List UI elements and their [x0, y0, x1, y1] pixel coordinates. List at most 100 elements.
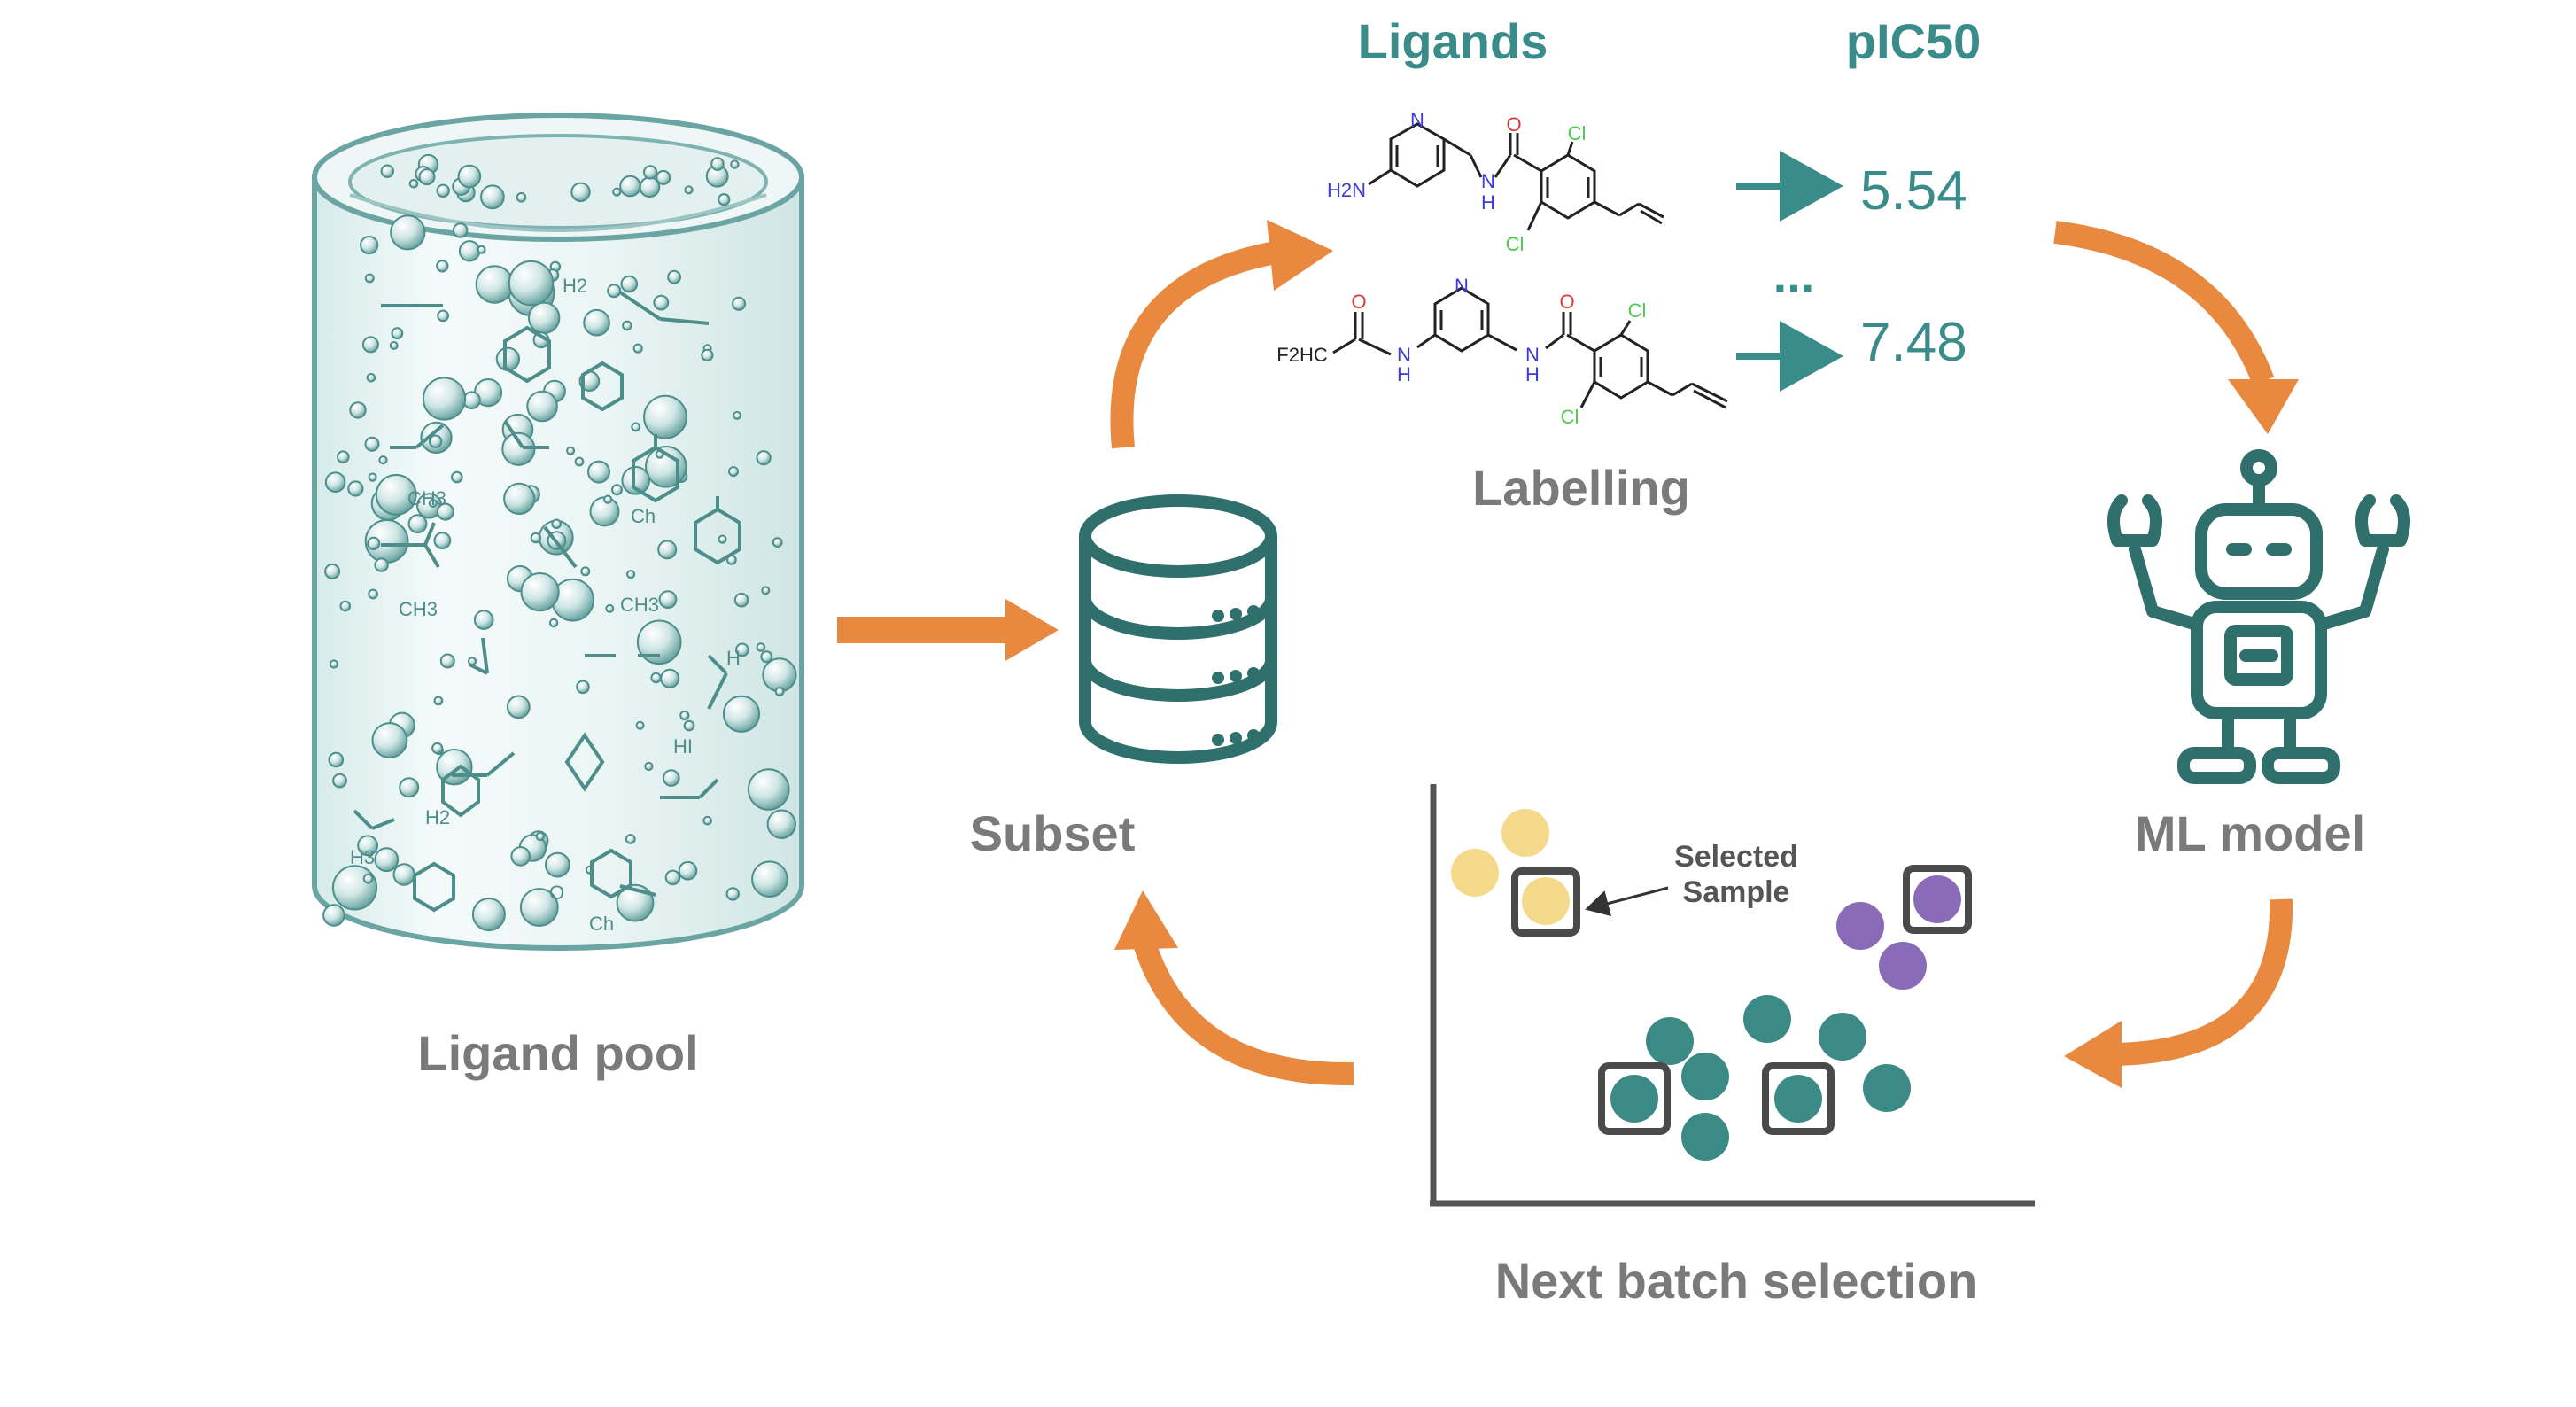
pic50-value-2: 7.48 — [1860, 312, 1967, 373]
ml-model-label: ML model — [2135, 805, 2365, 861]
pool-bubble — [390, 214, 426, 251]
yellow-point — [1451, 849, 1499, 897]
pool-bubble — [510, 846, 531, 867]
pool-bubble — [347, 480, 364, 497]
labelling-label: Labelling — [1472, 460, 1690, 516]
pool-bubble — [657, 540, 678, 560]
pool-bubble — [436, 502, 454, 521]
pool-bubble — [322, 904, 345, 927]
pool-bubble — [548, 618, 559, 628]
pool-bubble — [576, 680, 590, 695]
pool-bubble — [437, 309, 450, 323]
pool-bubble — [399, 777, 420, 798]
pool-bubble — [428, 499, 438, 509]
pool-top-bubble — [570, 182, 591, 203]
ellipsis: ... — [1773, 247, 1815, 303]
pool-bubble — [392, 863, 415, 886]
pool-bubble — [368, 588, 379, 600]
svg-text:H: H — [1397, 363, 1411, 385]
pool-molecule-sketches — [353, 291, 728, 897]
pool-bubble — [603, 494, 613, 504]
pool-bubble — [762, 657, 797, 693]
selected-sample-label-line2: Sample — [1683, 875, 1790, 909]
robot-icon — [2107, 449, 2410, 784]
pool-bubble — [519, 888, 559, 927]
database-icon — [1079, 494, 1277, 764]
arrow-pool-to-subset — [837, 599, 1059, 661]
pool-bubble — [364, 436, 380, 452]
selected-sample-pointer — [1585, 886, 1669, 917]
pool-top-bubble — [436, 183, 450, 198]
pool-bubble — [621, 466, 651, 495]
cycle-arrows — [1110, 221, 2293, 1086]
svg-text:CH3: CH3 — [620, 594, 659, 616]
pic50-header: pIC50 — [1846, 13, 1982, 69]
pool-bubble — [679, 710, 690, 721]
pool-top-bubble — [418, 168, 436, 186]
svg-text:O: O — [1351, 291, 1366, 313]
pool-bubble — [760, 650, 773, 664]
teal-point-selected — [1774, 1075, 1822, 1123]
pool-bubble — [658, 590, 678, 609]
pool-bubble — [718, 534, 727, 544]
pool-bubble — [733, 592, 749, 608]
yellow-cluster — [1451, 809, 1570, 925]
pool-bubble — [366, 373, 376, 383]
pool-bubble — [650, 672, 662, 684]
pool-bubble — [439, 653, 455, 669]
pool-bubble — [364, 273, 375, 284]
pool-bubble — [433, 696, 444, 706]
pool-bubble — [643, 394, 687, 439]
svg-text:H2N: H2N — [1327, 179, 1366, 201]
pool-bubble — [508, 260, 555, 307]
pool-bubble — [407, 514, 428, 534]
pool-bubble — [702, 815, 713, 826]
purple-point — [1879, 942, 1927, 990]
pool-bubble — [551, 518, 563, 530]
pool-bubble — [467, 657, 477, 666]
pool-top-bubble — [718, 193, 731, 206]
pool-bubble — [458, 240, 481, 262]
pool-bubble — [477, 245, 486, 254]
pool-bubble — [332, 773, 347, 789]
arrow-subset-to-labelling — [1110, 241, 1278, 449]
pool-bubble — [357, 835, 379, 857]
selection-box — [1511, 867, 1580, 937]
pool-top-bubble — [730, 159, 740, 169]
svg-text:F2HC: F2HC — [1276, 344, 1328, 366]
pool-bubble — [678, 860, 698, 881]
pool-bubble — [495, 346, 521, 371]
selected-sample-label-line1: Selected — [1674, 840, 1798, 874]
pool-top-bubble — [656, 169, 671, 185]
pic50-value-1: 5.54 — [1860, 160, 1967, 222]
pool-top-bubble — [480, 184, 505, 210]
pool-bubble — [375, 474, 417, 516]
pool-bubble — [701, 348, 714, 361]
svg-text:Cl: Cl — [1561, 406, 1579, 428]
selection-box — [1598, 1062, 1671, 1135]
svg-text:H2: H2 — [425, 806, 450, 828]
arrow-labelling-to-model — [2053, 221, 2275, 385]
pool-bubble — [756, 450, 772, 466]
pool-bubble — [735, 642, 749, 657]
pool-sketch-labels: H2 CH3 CH3 Ch CH3 H HI H2 H3 Ch O — [350, 275, 741, 935]
pool-bubble — [389, 341, 399, 350]
pool-bubble — [636, 619, 682, 665]
selection-boxes — [1511, 865, 1972, 1135]
pool-bubble — [611, 484, 623, 496]
pool-bubble — [451, 470, 463, 484]
selection-box — [1762, 1062, 1835, 1135]
pool-bubble — [747, 768, 790, 811]
pool-bubble — [663, 769, 680, 787]
teal-point — [1743, 995, 1791, 1043]
selection-scatter-plot: Selected Sample — [1430, 784, 2035, 1207]
svg-text:Ch: Ch — [631, 505, 656, 527]
arrow-model-to-selection — [2107, 898, 2293, 1066]
pool-top-bubble — [684, 185, 694, 195]
pool-bubble — [520, 572, 560, 612]
svg-text:N: N — [1410, 109, 1424, 131]
pool-bubble — [349, 401, 367, 419]
pool-bubble — [635, 720, 645, 730]
svg-text:N: N — [1397, 344, 1411, 366]
